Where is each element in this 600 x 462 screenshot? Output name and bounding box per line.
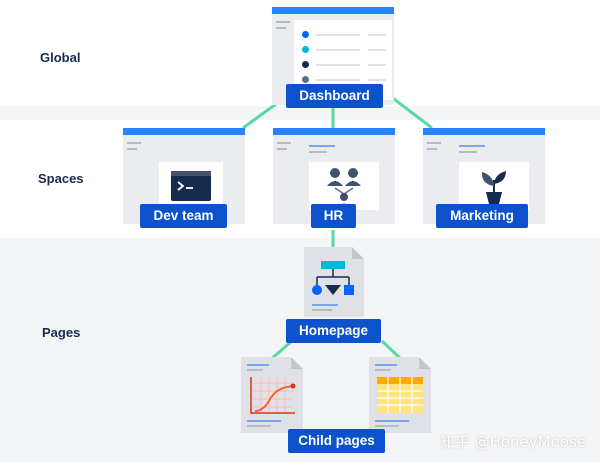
dashboard-label[interactable]: Dashboard — [286, 84, 383, 108]
child-page-chart-document[interactable] — [241, 357, 303, 433]
table-icon — [377, 377, 423, 413]
status-dot — [302, 76, 309, 83]
homepage-document[interactable] — [304, 247, 364, 317]
list-row-line — [316, 64, 360, 66]
flowchart-icon — [312, 261, 354, 295]
status-dot — [302, 46, 309, 53]
dev-team-card — [159, 162, 223, 210]
watermark: 知乎 @HoneyMoose — [439, 433, 586, 451]
list-row-line — [368, 79, 386, 81]
hr-label[interactable]: HR — [311, 204, 356, 228]
org-chart-icon — [327, 168, 361, 208]
connector-homepage-child-left — [269, 339, 293, 362]
homepage-label[interactable]: Homepage — [286, 319, 381, 343]
list-row-line — [368, 34, 386, 36]
list-row-line — [316, 34, 360, 36]
list-row-line — [368, 64, 386, 66]
status-dot — [302, 61, 309, 68]
tier-label-global: Global — [40, 50, 81, 65]
marketing-card — [459, 162, 529, 210]
hr-card — [309, 162, 379, 210]
child-page-table-document[interactable] — [369, 357, 431, 433]
plant-icon — [481, 171, 506, 204]
list-row-line — [316, 49, 360, 51]
child-pages-label[interactable]: Child pages — [288, 429, 385, 453]
list-row-line — [368, 49, 386, 51]
connector-homepage-child-right — [380, 339, 404, 362]
dev-team-label[interactable]: Dev team — [140, 204, 227, 228]
status-dot — [302, 31, 309, 38]
connector-dashboard-marketing — [389, 94, 433, 130]
tier-label-spaces: Spaces — [38, 171, 84, 186]
marketing-label[interactable]: Marketing — [436, 204, 528, 228]
tier-label-pages: Pages — [42, 325, 81, 340]
line-chart-icon — [250, 377, 296, 414]
list-row-line — [316, 79, 360, 81]
terminal-icon — [171, 171, 211, 201]
